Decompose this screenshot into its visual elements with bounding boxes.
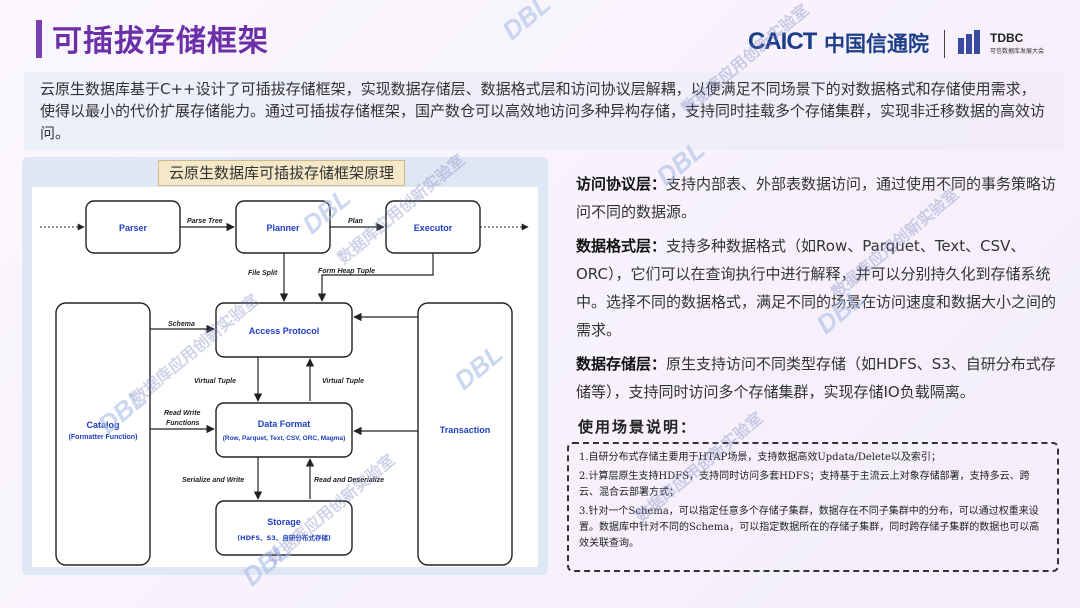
layer-data-format: 数据格式层：支持多种数据格式（如Row、Parquet、Text、CSV、ORC… — [576, 232, 1060, 344]
tdbc-logo-icon — [958, 30, 980, 54]
architecture-diagram: 云原生数据库可插拔存储框架原理 Parser Parse Tree Planne… — [22, 157, 548, 575]
catalog-label: Catalog — [86, 420, 119, 430]
intro-paragraph: 云原生数据库基于C++设计了可插拔存储框架，实现数据存储层、数据格式层和访问协议… — [24, 72, 1064, 150]
storage-box — [215, 500, 353, 556]
layer-name: 数据格式层： — [576, 237, 667, 255]
usage-box: 1.自研分布式存储主要用于HTAP场景，支持数据高效Updata/Delete以… — [567, 442, 1059, 572]
layer-data-storage: 数据存储层：原生支持访问不同类型存储（如HDFS、S3、自研分布式存储等），支持… — [576, 350, 1060, 406]
logo-divider — [944, 30, 945, 58]
virtual-tuple-right-label: Virtual Tuple — [322, 378, 364, 385]
read-write-label: Read Write — [164, 410, 201, 417]
form-heap-tuple-label: Form Heap Tuple — [318, 268, 375, 275]
page-title: 可插拔存储框架 — [52, 24, 269, 59]
plan-label: Plan — [348, 218, 363, 225]
layer-text: 原生支持访问不同类型存储（如HDFS、S3、自研分布式存储等），支持同时访问多个… — [576, 355, 1056, 401]
data-format-sublabel: (Row, Parquet, Text, CSV, ORC, Magma) — [223, 435, 346, 442]
diagram-title: 云原生数据库可插拔存储框架原理 — [158, 160, 406, 186]
catalog-sublabel: (Formatter Function) — [69, 434, 138, 441]
layer-text: 支持内部表、外部表数据访问，通过使用不同的事务策略访问不同的数据源。 — [576, 175, 1057, 221]
executor-label: Executor — [414, 223, 453, 233]
catalog-box — [55, 302, 151, 566]
layer-name: 数据存储层： — [576, 355, 667, 373]
layer-name: 访问协议层： — [576, 175, 667, 193]
usage-item: 1.自研分布式存储主要用于HTAP场景，支持数据高效Updata/Delete以… — [579, 452, 941, 463]
usage-item: 3.针对一个Schema，可以指定任意多个存储子集群，数据存在不同子集群中的分布… — [579, 506, 1040, 549]
caict-logo-cn: 中国信通院 — [824, 32, 929, 56]
deserialize-label: Read and Deserialize — [314, 477, 384, 484]
usage-title: 使用场景说明： — [578, 418, 698, 436]
diagram-svg: Parser Parse Tree Planner Plan Executor … — [40, 200, 529, 566]
transaction-box — [417, 302, 513, 566]
schema-label: Schema — [168, 321, 195, 328]
form-heap-tuple-arrow — [317, 253, 434, 302]
layer-access-protocol: 访问协议层：支持内部表、外部表数据访问，通过使用不同的事务策略访问不同的数据源。 — [576, 170, 1060, 226]
planner-label: Planner — [266, 223, 300, 233]
parser-label: Parser — [119, 223, 148, 233]
watermark-logo: DBL — [496, 0, 557, 46]
serialize-label: Serialize and Write — [182, 477, 244, 484]
layer-text: 支持多种数据格式（如Row、Parquet、Text、CSV、ORC），它们可以… — [576, 237, 1057, 339]
title-accent-bar — [36, 20, 42, 58]
file-split-label: File Split — [248, 270, 278, 277]
transaction-label: Transaction — [440, 425, 491, 435]
access-protocol-box — [215, 302, 353, 358]
storage-label: Storage — [267, 517, 301, 527]
storage-sublabel: (HDFS、S3、自研分布式存储) — [237, 533, 331, 542]
data-format-label: Data Format — [258, 419, 311, 429]
tdbc-logo: TDBC — [990, 31, 1024, 45]
parse-tree-label: Parse Tree — [187, 218, 223, 225]
layer-descriptions: 访问协议层：支持内部表、外部表数据访问，通过使用不同的事务策略访问不同的数据源。… — [576, 170, 1060, 412]
functions-label: Functions — [166, 420, 200, 427]
caict-logo: CAICT — [748, 28, 817, 55]
tdbc-logo-sub: 可信数据库发展大会 — [990, 48, 1045, 55]
usage-item: 2.计算层原生支持HDFS，支持同时访问多套HDFS；支持基于主流云上对象存储部… — [579, 471, 1030, 498]
data-format-box — [215, 402, 353, 458]
virtual-tuple-left-label: Virtual Tuple — [194, 378, 236, 385]
access-protocol-label: Access Protocol — [249, 326, 320, 336]
